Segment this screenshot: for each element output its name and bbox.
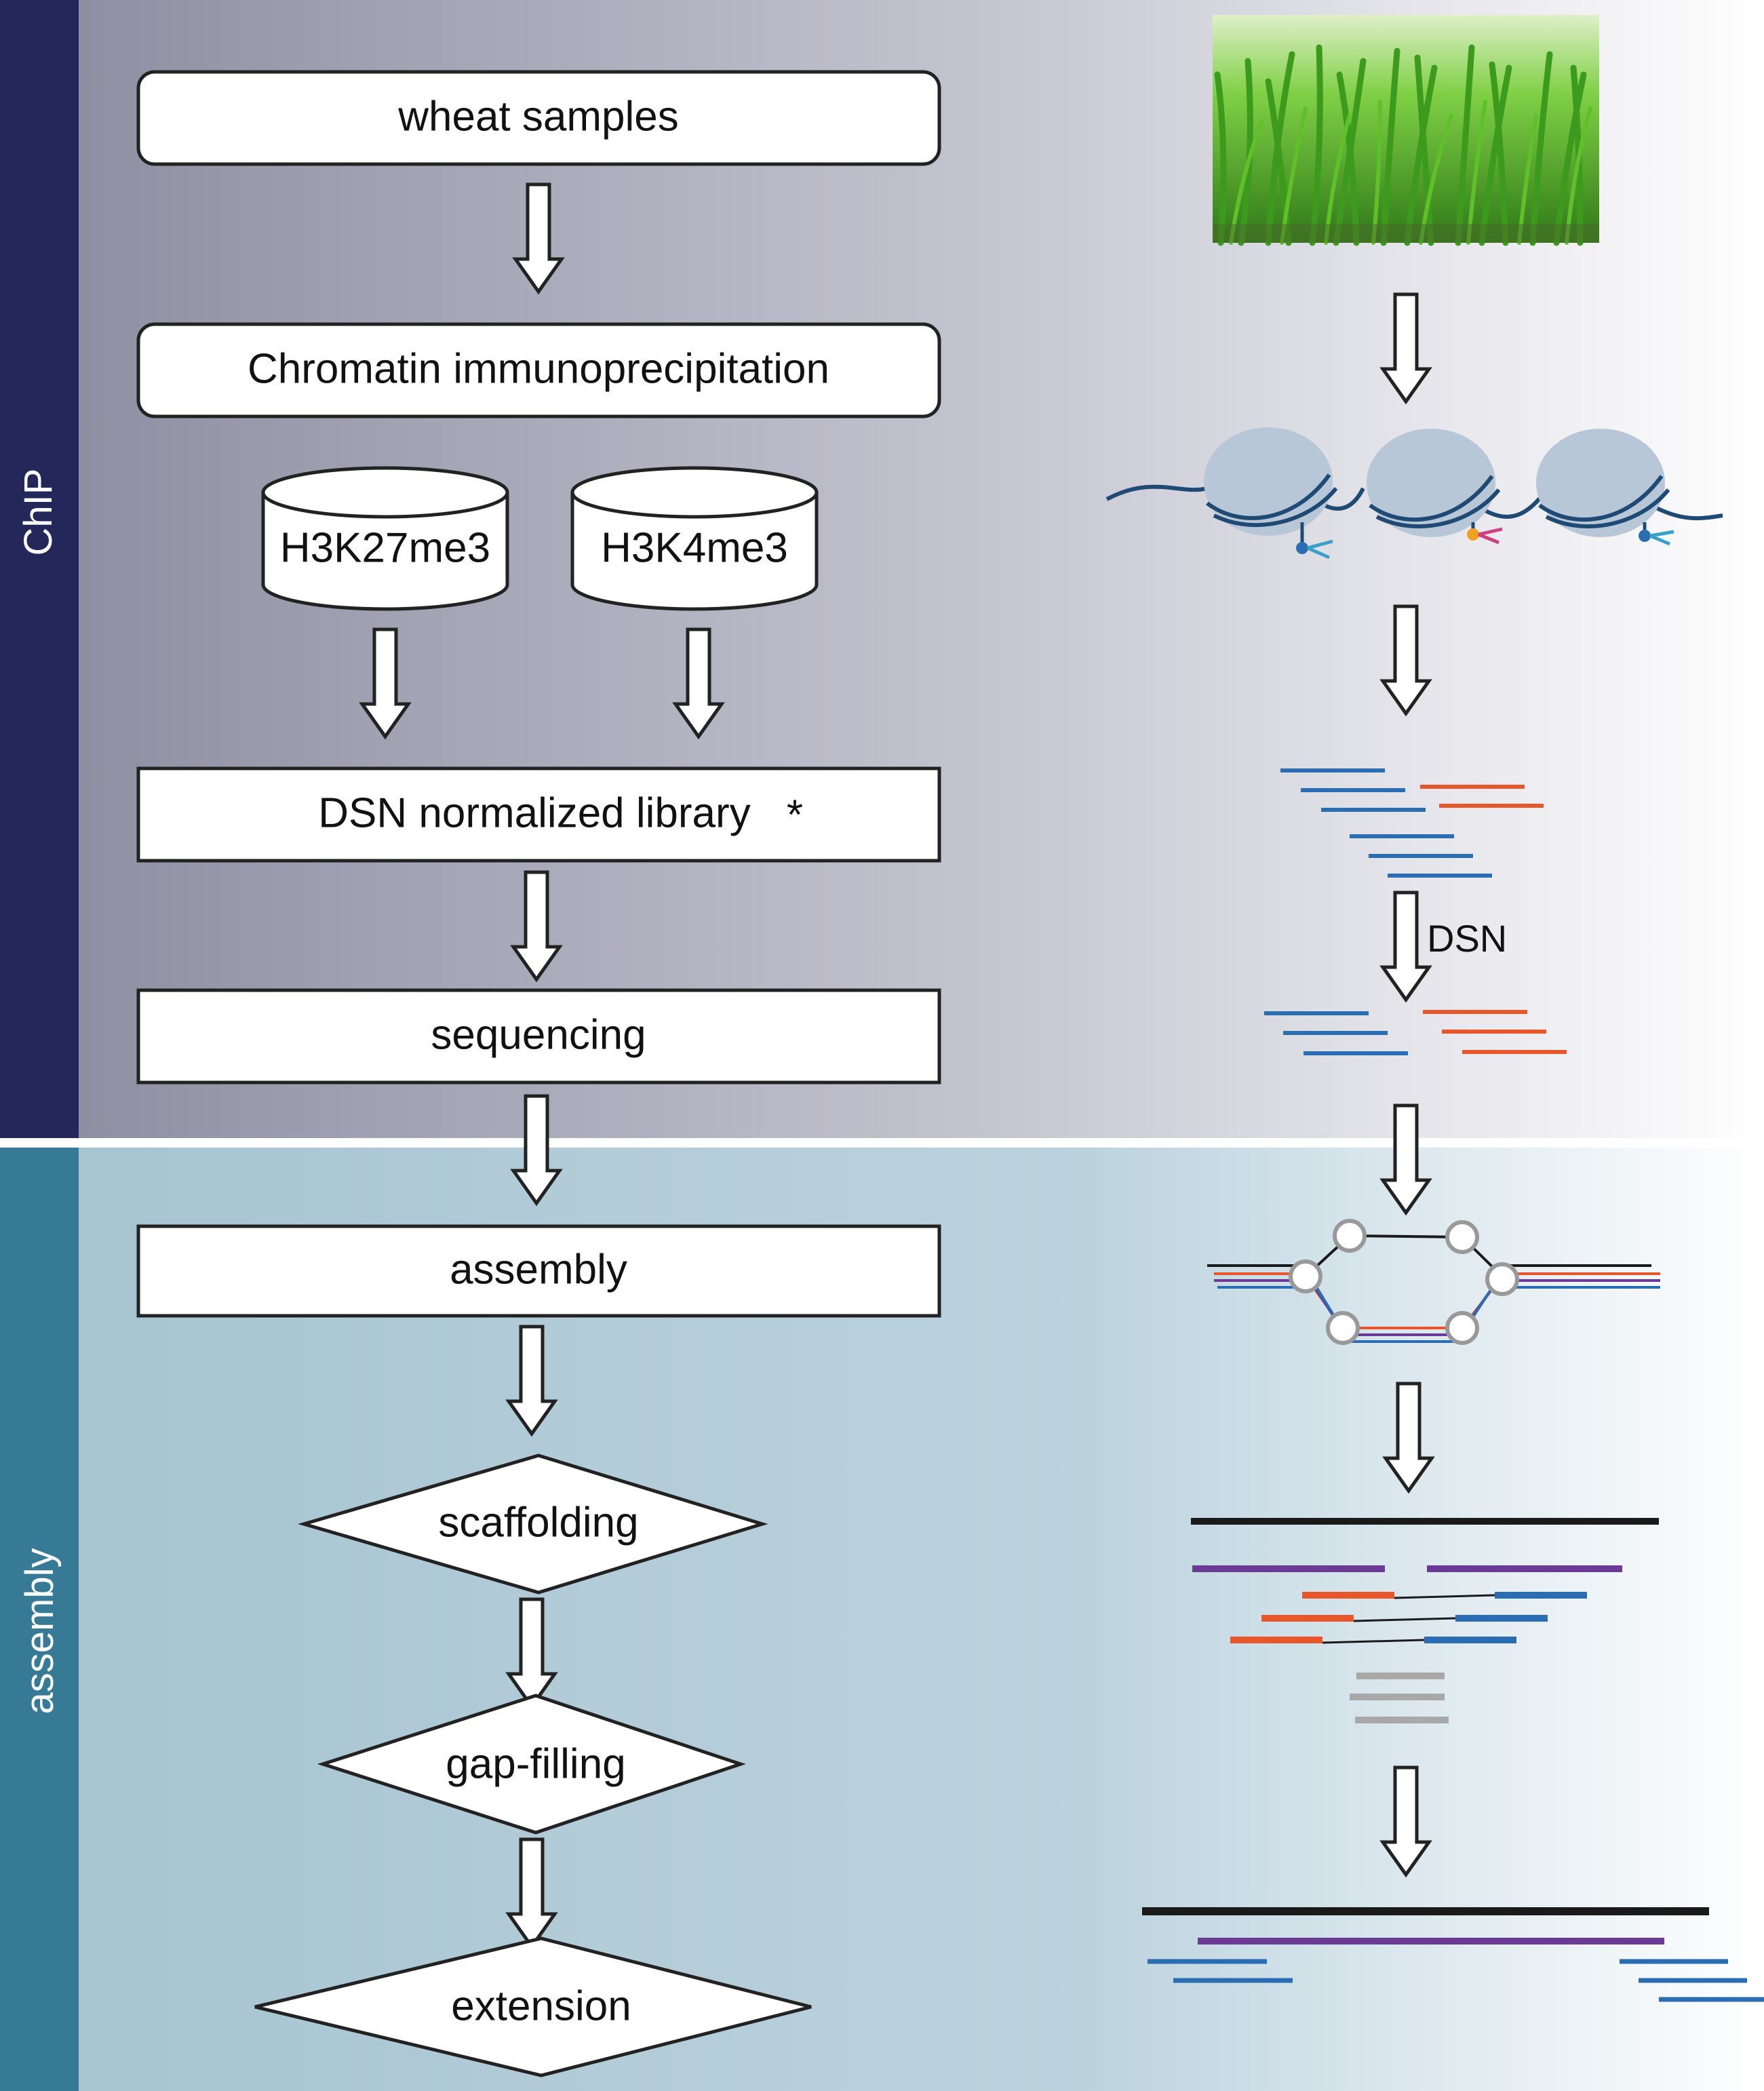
extension-label: extension <box>451 1982 631 2029</box>
wheat-samples-label: wheat samples <box>397 93 679 140</box>
dsn-library-box: DSN normalized library * <box>136 766 941 863</box>
dsn-library-label: DSN normalized library <box>318 789 750 836</box>
wheat-grass-photo <box>1213 15 1599 246</box>
scaffold-reads <box>1191 1518 1659 1723</box>
gap-filling-label: gap-filling <box>446 1740 625 1787</box>
sequencing-box: sequencing <box>136 988 941 1084</box>
nucleosome-chain <box>1105 427 1723 560</box>
scaffolding-diamond: scaffolding <box>298 1453 768 1595</box>
assembly-box: assembly <box>136 1224 941 1318</box>
h3k4me3-cylinder: H3K4me3 <box>570 466 819 611</box>
chromatin-ip-label: Chromatin immunoprecipitation <box>248 345 829 392</box>
reads-before-normalization <box>1280 768 1544 878</box>
nucleosome <box>1536 429 1674 546</box>
sequencing-label: sequencing <box>431 1011 646 1058</box>
h3k27me3-label: H3K27me3 <box>280 524 490 571</box>
nucleosome <box>1367 429 1503 545</box>
nucleosome <box>1204 427 1338 560</box>
assembly-side-label: assembly <box>18 1548 62 1715</box>
h3k27me3-cylinder: H3K27me3 <box>261 466 509 611</box>
wheat-samples-box: wheat samples <box>136 70 941 166</box>
gap-filling-diamond: gap-filling <box>317 1694 746 1835</box>
chip-side-band <box>0 0 79 1138</box>
chip-side-label: ChIP <box>16 469 60 556</box>
h3k4me3-label: H3K4me3 <box>601 524 788 571</box>
extended-contig <box>1142 1907 1764 2002</box>
scaffolding-label: scaffolding <box>438 1499 638 1546</box>
dsn-library-mark: * <box>787 792 803 838</box>
assembly-side-band <box>0 1148 79 2091</box>
assembly-graph-bubble <box>1207 1219 1660 1345</box>
reads-after-normalization <box>1264 1010 1567 1055</box>
assembly-label: assembly <box>450 1246 627 1293</box>
extension-diamond: extension <box>254 1936 812 2077</box>
chromatin-ip-box: Chromatin immunoprecipitation <box>136 322 941 418</box>
panel-divider <box>0 1138 1764 1148</box>
dsn-step-label: DSN <box>1427 917 1507 960</box>
